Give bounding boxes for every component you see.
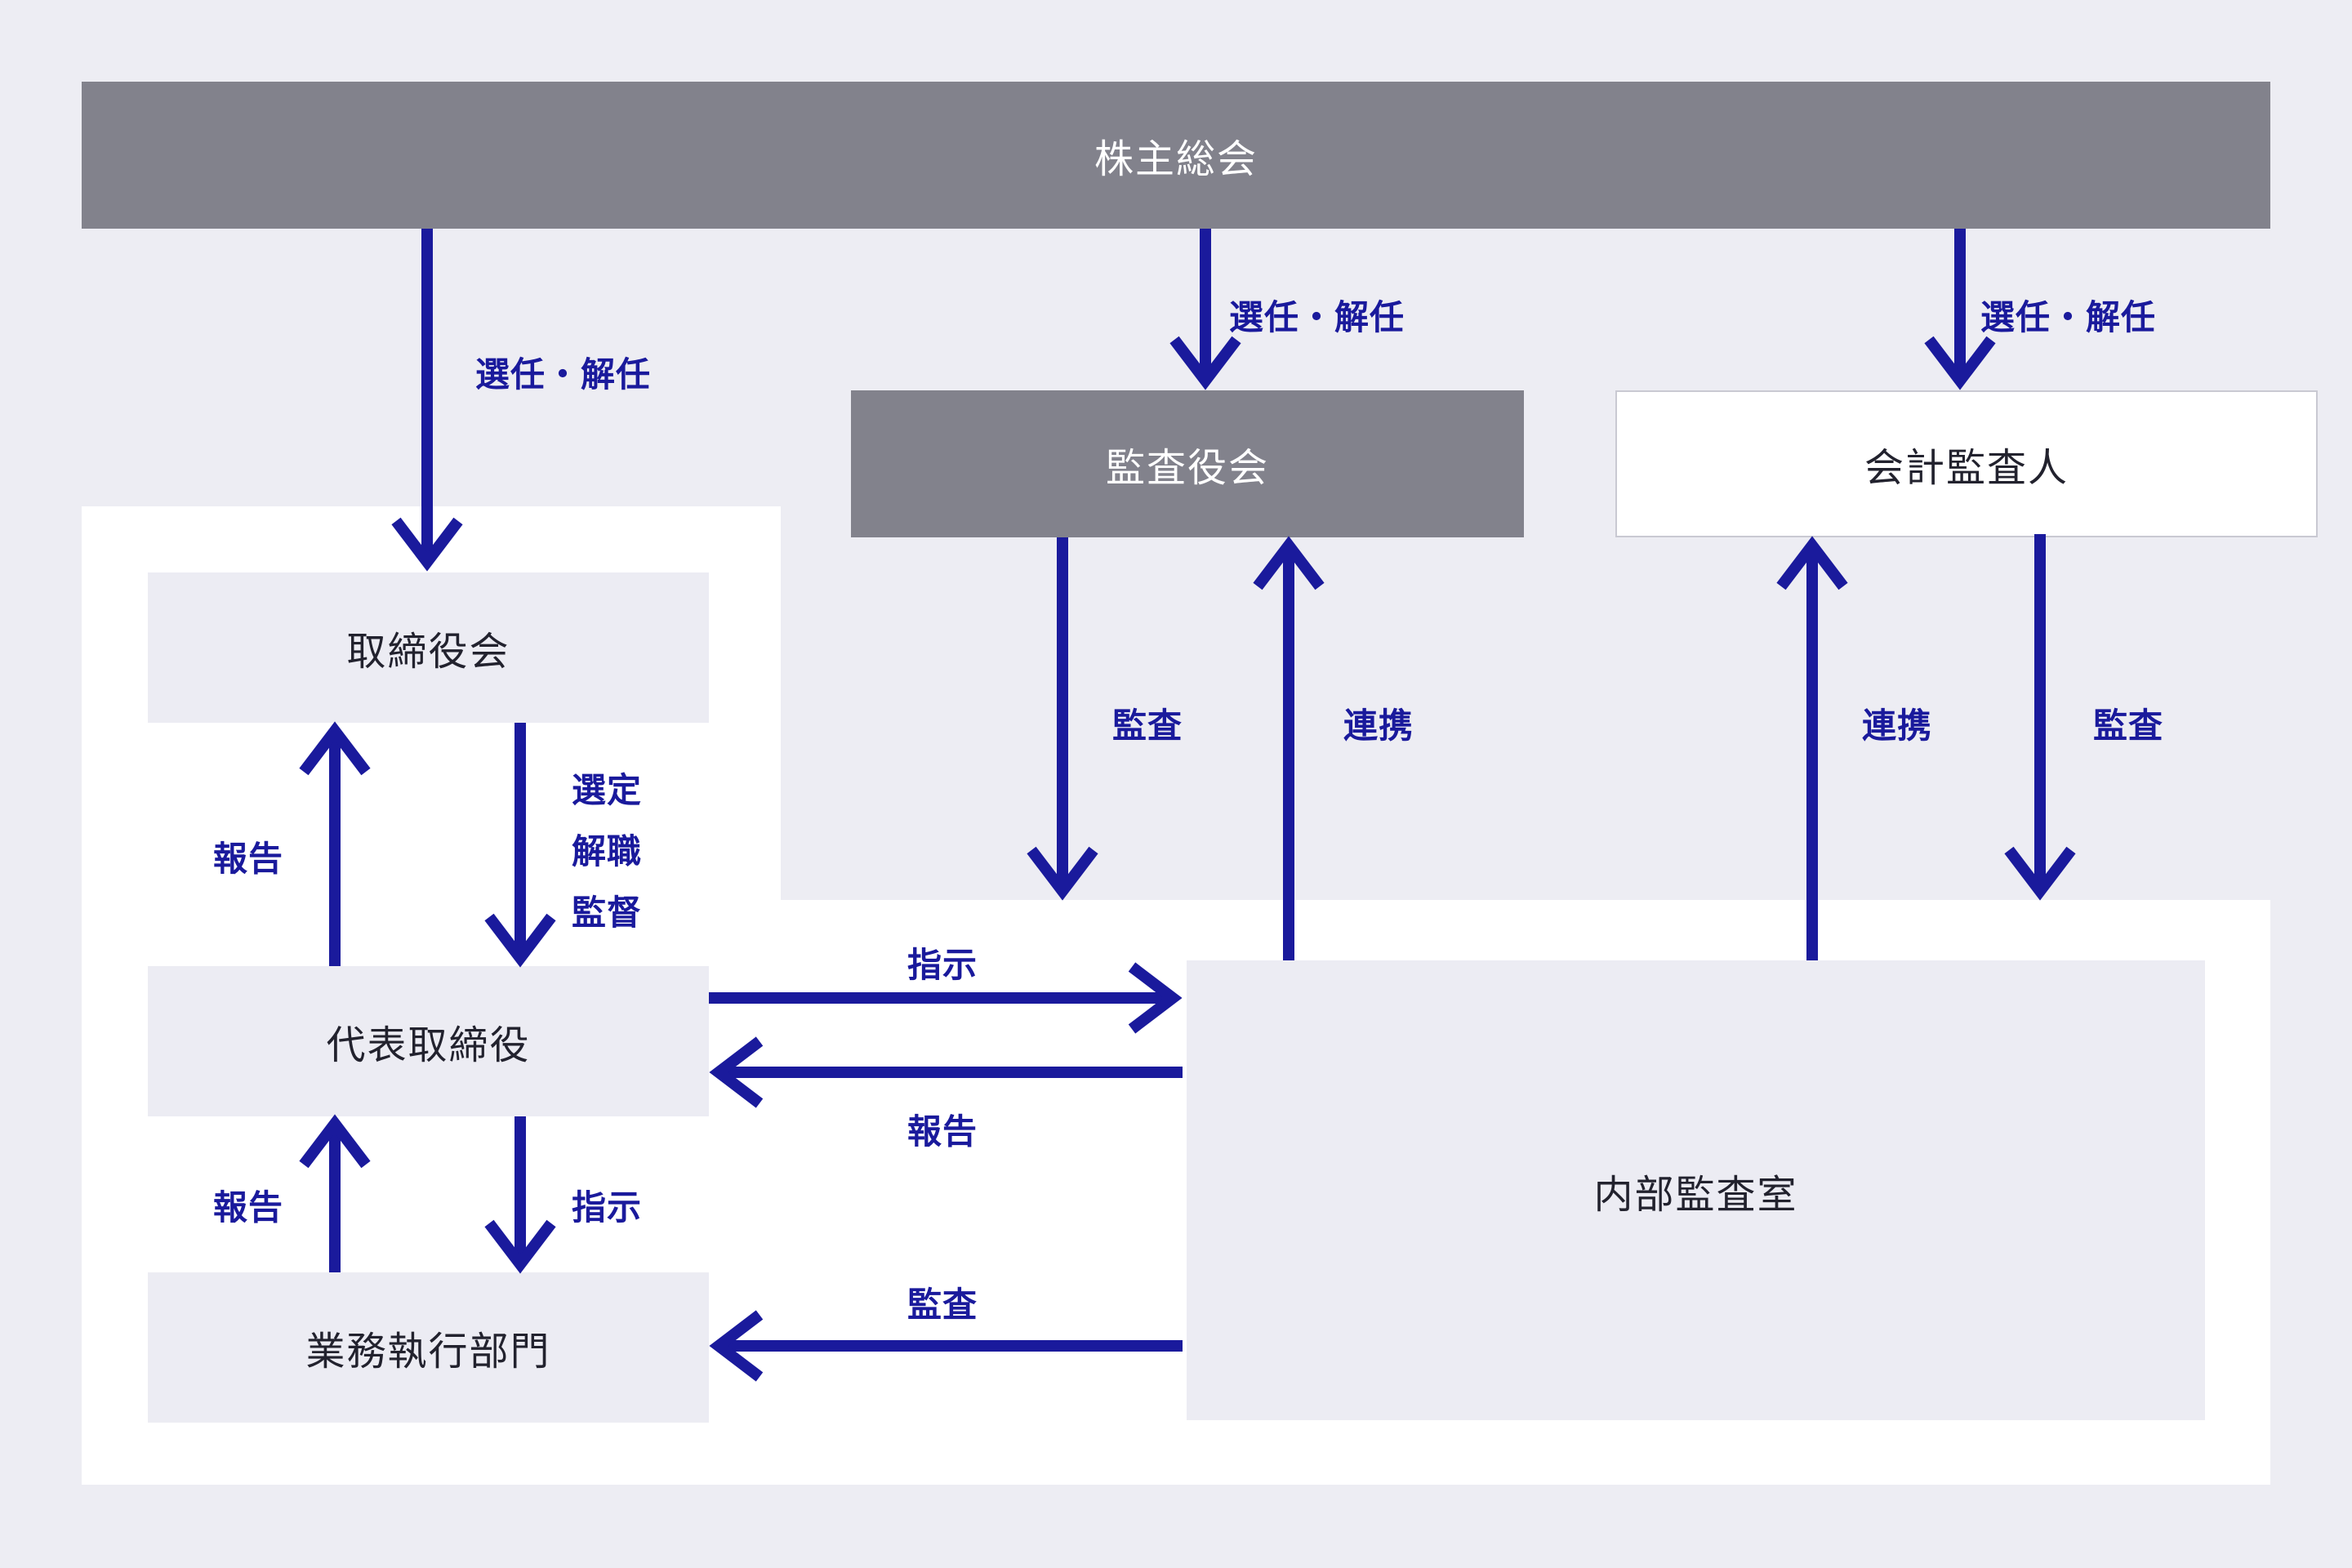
node-shareholders: 株主総会 [82,82,2270,229]
label-audit-right: 監査 [2093,706,2164,745]
arrow-appoint-accounting-auditor [1924,229,1996,390]
arrow-audit-from-internal-audit [709,1310,1183,1382]
arrow-executive-to-representative-report [299,1114,371,1272]
label-appoint-dismiss-left: 選任・解任 [475,355,652,394]
node-audit-board-label: 監査役会 [1105,447,1269,490]
arrow-cooperation-up-right [1776,536,1848,960]
node-internal-audit-office-label: 内部監査室 [1593,1173,1798,1217]
node-representative-director-label: 代表取締役 [326,1024,531,1067]
node-executive-departments-label: 業務執行部門 [305,1330,551,1374]
arrow-board-to-representative [484,723,556,968]
label-cooperation-mid: 連携 [1343,706,1414,745]
label-instruct-exec: 指示 [572,1188,643,1227]
label-appoint-dismiss-mid: 選任・解任 [1229,298,1405,336]
node-shareholders-label: 株主総会 [1094,138,1258,181]
node-representative-director: 代表取締役 [148,966,709,1116]
label-report-from-internal-audit: 報告 [907,1112,978,1151]
node-accounting-auditor: 会計監査人 [1615,390,2318,537]
label-audit-from-internal-audit: 監査 [907,1285,978,1324]
label-report-board: 報告 [213,840,284,878]
node-board-of-directors: 取締役会 [148,572,709,723]
label-report-exec: 報告 [213,1188,284,1227]
arrow-auditor-audit-down [2004,534,2076,901]
node-accounting-auditor-label: 会計監査人 [1864,447,2069,490]
arrow-appoint-audit-board [1169,229,1241,390]
node-board-of-directors-label: 取締役会 [346,630,510,674]
label-instruct-internal-audit: 指示 [907,946,978,984]
label-audit-mid: 監査 [1112,706,1183,745]
arrow-report-from-internal-audit [709,1036,1183,1108]
label-cooperation-right: 連携 [1862,706,1933,745]
node-executive-departments: 業務執行部門 [148,1272,709,1423]
label-select-dismiss-supervise: 選定 解職 監督 [572,771,643,932]
node-audit-board: 監査役会 [851,390,1524,537]
arrow-cooperation-up-mid [1253,536,1325,960]
arrow-instruct-internal-audit [709,962,1183,1034]
arrow-representative-to-board-report [299,721,371,966]
label-appoint-dismiss-right: 選任・解任 [1980,298,2157,336]
arrow-representative-to-executive [484,1116,556,1274]
arrow-appoint-board [391,229,463,572]
arrow-audit-board-audit-down [1027,537,1098,901]
node-internal-audit-office: 内部監査室 [1187,960,2205,1420]
